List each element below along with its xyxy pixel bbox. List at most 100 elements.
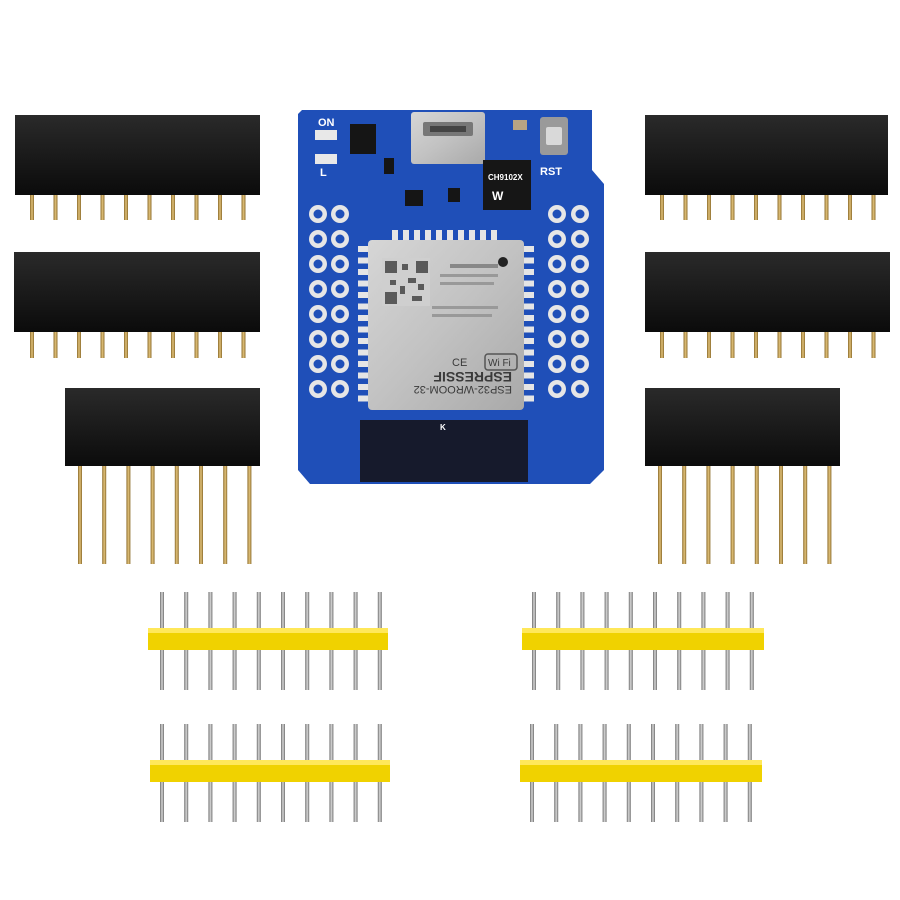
castellation (358, 280, 368, 287)
castellation (403, 230, 409, 240)
header-pin (683, 328, 688, 358)
castellation (524, 384, 534, 390)
reset-button (540, 117, 568, 155)
castellation (524, 361, 534, 367)
castellation (358, 315, 368, 321)
header-pin (848, 328, 852, 358)
ce-mark: CE (452, 357, 467, 369)
header-pin (223, 462, 228, 564)
wifi-logo: Wi Fi (488, 358, 511, 369)
header-pin (147, 328, 152, 358)
header-pin (100, 328, 105, 358)
castellation (358, 257, 368, 264)
header-plastic-highlight (520, 760, 762, 765)
header-pin (218, 328, 222, 358)
esp32-module: CE Wi Fi ESP32-WROOM-32 ESPRESSIF (368, 240, 524, 410)
header-pin (779, 462, 783, 564)
voltage-regulator (350, 124, 376, 154)
header-pin (707, 190, 711, 220)
header-pin (241, 190, 246, 220)
header-pin (730, 190, 735, 220)
header-pin (174, 462, 179, 564)
header-plastic-bar (520, 760, 762, 782)
castellation (458, 230, 464, 240)
male-header-4 (520, 724, 762, 822)
female-header-right-2 (645, 252, 890, 358)
header-pin (30, 190, 34, 220)
module-model: ESP32-WROOM-32 (414, 383, 512, 395)
label-on: ON (318, 117, 335, 129)
castellation (358, 326, 368, 333)
castellation (524, 269, 534, 275)
capacitor (513, 120, 527, 130)
header-pin (683, 190, 688, 220)
header-pin (53, 328, 58, 358)
header-pin (102, 462, 107, 564)
castellation (469, 230, 475, 240)
header-pin (706, 462, 711, 564)
pad-column-right (548, 205, 589, 398)
castellation (358, 349, 368, 356)
label-l: L (320, 167, 327, 179)
header-pin (126, 462, 131, 564)
header-plastic-highlight (150, 760, 390, 765)
header-pin (730, 328, 735, 358)
female-header-right-3 (645, 388, 840, 564)
header-pin (171, 328, 175, 358)
castellation (392, 230, 398, 240)
header-plastic-bar (148, 628, 388, 650)
header-pin (30, 328, 34, 358)
antenna-area (360, 420, 528, 482)
header-pin (77, 328, 81, 358)
castellation (425, 230, 431, 240)
header-pin (658, 462, 662, 564)
label-rst: RST (540, 166, 562, 178)
castellation (358, 246, 368, 252)
header-pin (754, 462, 759, 564)
castellation (358, 303, 368, 310)
label-k: K (440, 423, 446, 432)
wifi-logo-frame (484, 353, 518, 371)
pad-column-left (309, 205, 349, 398)
castellation (524, 315, 534, 321)
header-pin (218, 190, 222, 220)
castellation (358, 292, 368, 298)
female-header-right-1 (645, 115, 888, 220)
castellation (524, 280, 534, 287)
castellation (491, 230, 497, 240)
svg-text:CH9102X: CH9102X (488, 173, 523, 182)
header-pin (100, 190, 105, 220)
header-pin (241, 328, 246, 358)
header-pin (53, 190, 58, 220)
castellation (524, 395, 534, 402)
castellation (436, 230, 442, 240)
castellation (524, 372, 534, 379)
header-pin (199, 462, 203, 564)
castellation (358, 361, 368, 367)
header-pin (707, 328, 711, 358)
esp32-board: CH9102X W ON L RST K (298, 110, 604, 484)
module-castellations (358, 230, 534, 402)
castellation (524, 257, 534, 264)
header-pin (194, 328, 199, 358)
header-pin (247, 462, 252, 564)
male-header-3 (150, 724, 390, 822)
header-pin (682, 462, 687, 564)
castellation (358, 395, 368, 402)
header-pin (801, 190, 805, 220)
svg-text:W: W (492, 189, 504, 203)
female-header-left-3 (65, 388, 260, 564)
header-pin (147, 190, 152, 220)
header-pin (171, 190, 175, 220)
header-pin (777, 190, 782, 220)
header-pin (660, 328, 664, 358)
header-pin (660, 190, 664, 220)
header-plastic-highlight (148, 628, 388, 633)
castellation (358, 269, 368, 275)
pin-one-dot (498, 257, 508, 267)
header-pin (754, 328, 758, 358)
header-pin (827, 462, 832, 564)
castellation (414, 230, 420, 240)
header-pin (78, 462, 82, 564)
header-pin (124, 328, 128, 358)
